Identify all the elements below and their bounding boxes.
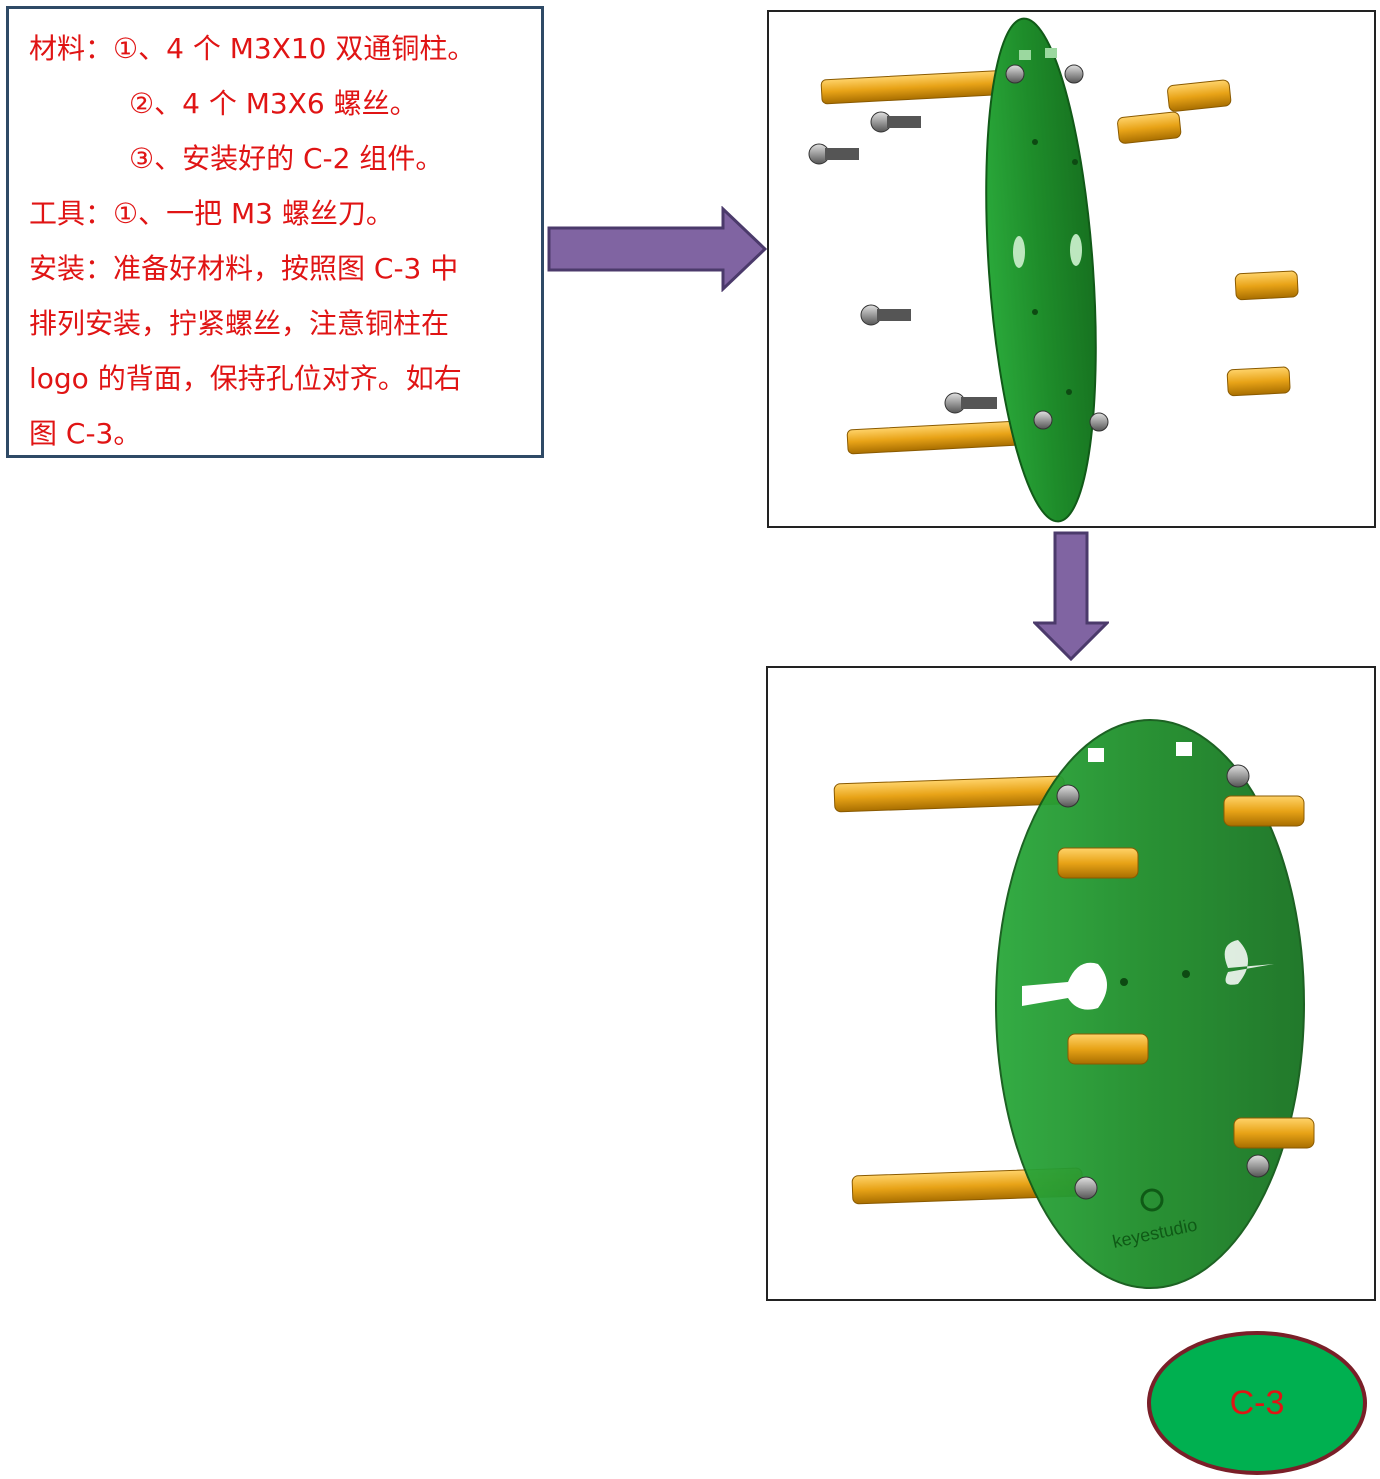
install-line-1: 安装：准备好材料，按照图 C-3 中 — [29, 252, 459, 285]
plate-screw-4 — [1089, 412, 1109, 432]
assembled-screw-4 — [1246, 1154, 1270, 1178]
install-line-4: 图 C-3。 — [29, 417, 142, 450]
assembled-view-panel: keyestudio — [766, 666, 1376, 1301]
assembled-screw-1 — [1056, 784, 1080, 808]
loose-screw-1 — [870, 111, 921, 133]
short-standoff-4 — [1226, 366, 1291, 397]
plate-screw-3 — [1033, 410, 1053, 430]
loose-screw-2 — [808, 143, 859, 165]
tools-line: 工具：①、一把 M3 螺丝刀。 — [29, 197, 394, 230]
materials-line-2: ②、4 个 M3X6 螺丝。 — [129, 87, 418, 120]
short-standoff-2 — [1117, 111, 1182, 144]
figure-label-text: C-3 — [1229, 1383, 1285, 1422]
assembled-short-standoff-3 — [1067, 1033, 1149, 1065]
assembled-short-standoff-1 — [1223, 795, 1305, 827]
assembled-view-illustration: keyestudio — [833, 719, 1315, 1289]
right-arrow-icon — [547, 206, 767, 292]
short-standoff-3 — [1234, 270, 1299, 301]
plate-screw-1 — [1005, 64, 1025, 84]
materials-line-1: 材料：①、4 个 M3X10 双通铜柱。 — [29, 32, 476, 65]
materials-line-3: ③、安装好的 C-2 组件。 — [129, 142, 444, 175]
assembled-screw-2 — [1226, 764, 1250, 788]
figure-label: C-3 — [1146, 1330, 1368, 1476]
loose-screw-4 — [944, 392, 997, 414]
exploded-view-illustration — [808, 17, 1299, 523]
down-arrow-icon — [1033, 531, 1109, 661]
exploded-view-panel — [767, 10, 1376, 528]
label-ellipse-shape — [1147, 1331, 1367, 1475]
assembled-screw-3 — [1074, 1176, 1098, 1200]
short-standoff-1 — [1167, 79, 1232, 112]
install-line-2: 排列安装，拧紧螺丝，注意铜柱在 — [29, 307, 450, 340]
instruction-box: 材料：①、4 个 M3X10 双通铜柱。 ②、4 个 M3X6 螺丝。 ③、安装… — [6, 6, 544, 458]
plate-screw-2 — [1064, 64, 1084, 84]
install-line-3: logo 的背面，保持孔位对齐。如右 — [29, 362, 462, 395]
assembled-short-standoff-2 — [1057, 847, 1139, 879]
green-plate — [985, 17, 1097, 523]
assembled-long-standoff-top — [833, 775, 1066, 813]
loose-screw-3 — [860, 304, 911, 326]
assembled-short-standoff-4 — [1233, 1117, 1315, 1149]
